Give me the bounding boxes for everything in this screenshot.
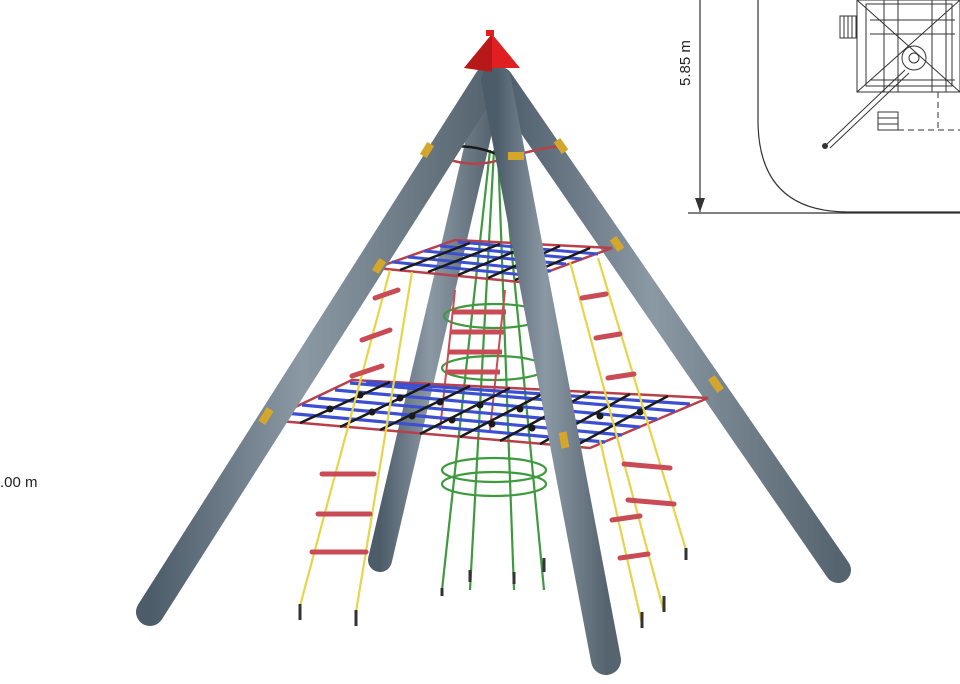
- anchor-point: [822, 143, 828, 149]
- lower-net-platform: [263, 378, 709, 450]
- structure-plan: [825, 0, 960, 149]
- post-back-right: [487, 67, 851, 583]
- front-posts: [136, 65, 621, 675]
- width-dimension-label: .00 m: [0, 474, 38, 491]
- plan-drawing: 5.85 m: [677, 0, 960, 214]
- post-clamps: [258, 137, 724, 449]
- ground-anchors: [298, 548, 688, 628]
- height-dimension-label: 5.85 m: [677, 40, 694, 86]
- inner-ladder: [439, 289, 506, 431]
- left-rope-ladder: [298, 269, 414, 613]
- red-cap: [464, 30, 520, 72]
- post-front-right: [481, 65, 621, 675]
- post-front-left: [136, 66, 502, 626]
- back-posts: [368, 67, 851, 583]
- right-rope-ladder: [568, 257, 688, 625]
- post-back-left: [368, 68, 504, 572]
